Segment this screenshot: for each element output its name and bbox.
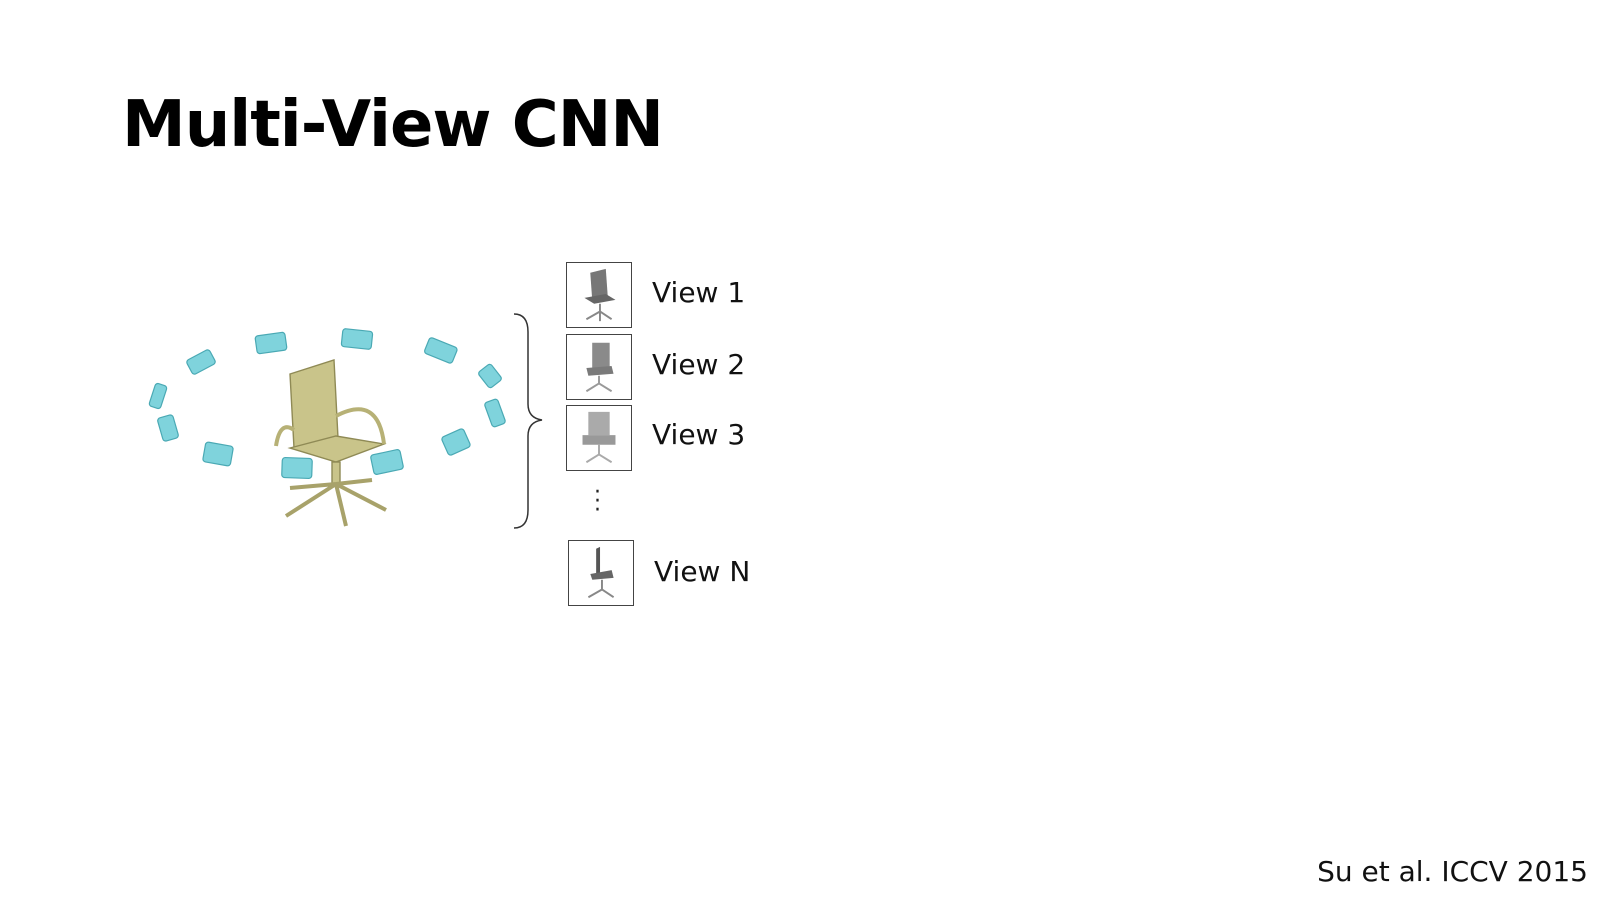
view-label-3: View 3 [652, 418, 746, 451]
view-label-2: View 2 [652, 348, 746, 381]
chair-model [274, 359, 387, 527]
chair-render-icon [587, 546, 615, 599]
chair-render-icon [582, 411, 616, 464]
camera-icon [254, 331, 288, 355]
camera-icon [424, 337, 458, 364]
camera-icon [148, 382, 168, 410]
camera-icon [478, 363, 502, 389]
camera-icon [186, 349, 216, 375]
camera-ring [148, 328, 506, 480]
view-label-n: View N [654, 555, 751, 588]
citation: Su et al. ICCV 2015 [1317, 855, 1588, 888]
camera-ring-scene [148, 328, 506, 527]
camera-icon [370, 449, 404, 475]
view-thumbnail-3 [566, 405, 632, 471]
chair-render-icon [585, 342, 614, 393]
camera-icon [441, 428, 471, 456]
chair-render-icon [584, 268, 616, 322]
view-label-1: View 1 [652, 276, 746, 309]
camera-icon [202, 441, 234, 467]
camera-icon [340, 328, 374, 350]
view-thumbnail-1 [566, 262, 632, 328]
camera-icon [484, 398, 506, 428]
camera-icon [157, 414, 179, 442]
view-thumbnail-2 [566, 334, 632, 400]
view-thumbnail-n [568, 540, 634, 606]
camera-icon [281, 456, 313, 480]
slide-title: Multi-View CNN [122, 88, 664, 162]
ellipsis-vertical: ··· [594, 480, 601, 523]
grouping-brace [513, 313, 543, 529]
